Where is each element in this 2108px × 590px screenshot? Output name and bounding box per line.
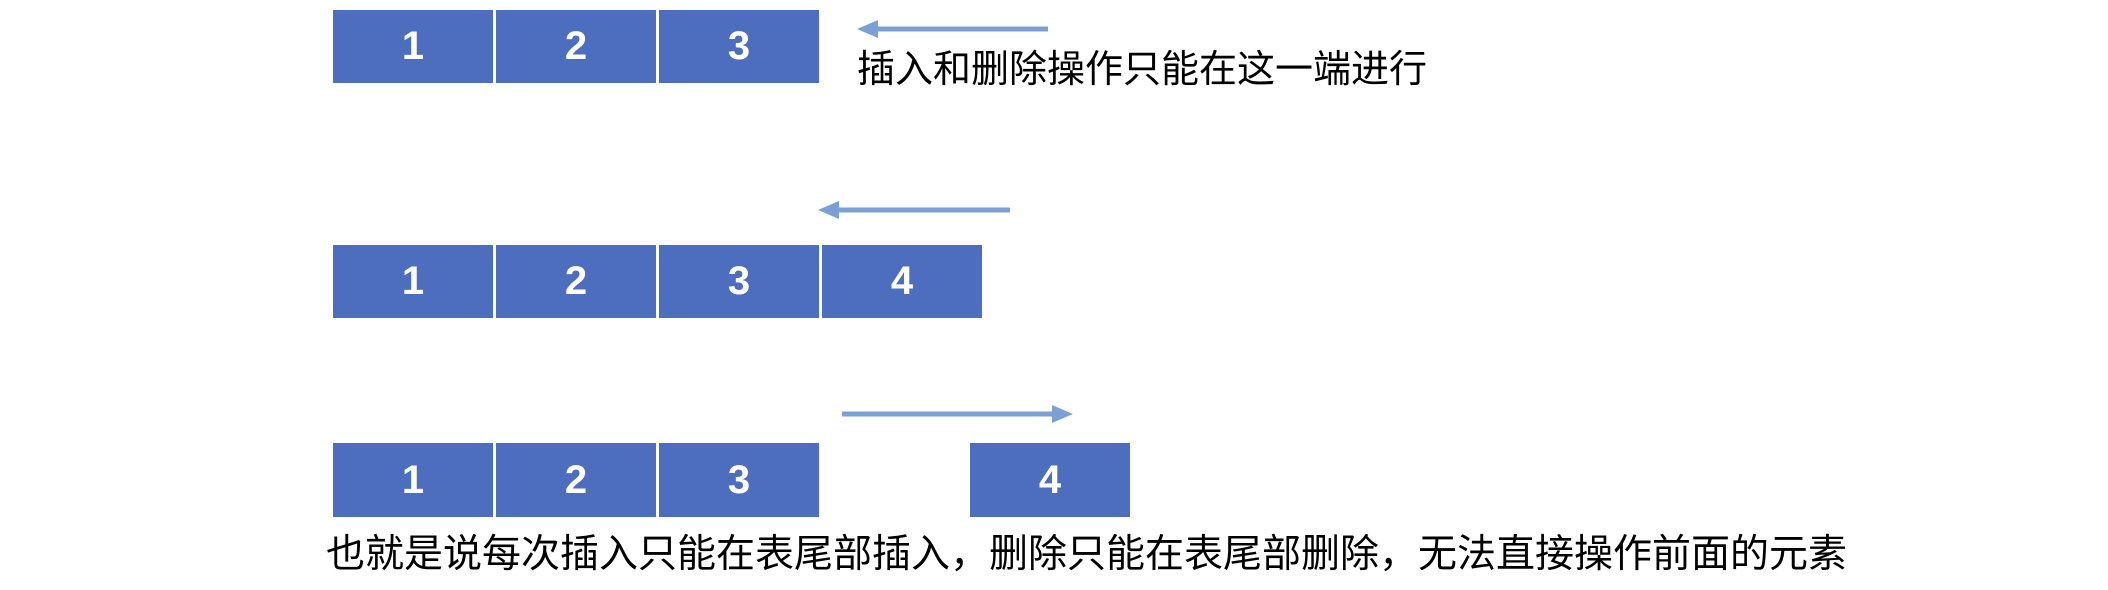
array-cell: 3 bbox=[659, 443, 819, 517]
array-cell: 3 bbox=[659, 10, 819, 83]
arrow-shaft bbox=[842, 411, 1054, 417]
caption-tail-only-note: 也就是说每次插入只能在表尾部插入，删除只能在表尾部删除，无法直接操作前面的元素 bbox=[326, 533, 1848, 576]
array-cell: 3 bbox=[659, 245, 819, 318]
detached-array-cell: 4 bbox=[970, 443, 1130, 517]
array-cell: 4 bbox=[822, 245, 982, 318]
array-cell: 2 bbox=[496, 10, 656, 83]
arrow-head bbox=[857, 20, 878, 38]
arrow-shaft bbox=[837, 207, 1010, 213]
left-arrow-icon bbox=[818, 201, 1010, 219]
arrow-shaft bbox=[876, 26, 1048, 32]
array-cell: 1 bbox=[333, 10, 493, 83]
array-row-after-insert: 1 2 3 4 bbox=[333, 245, 982, 318]
arrow-head bbox=[1052, 405, 1073, 423]
arrow-head bbox=[818, 201, 839, 219]
caption-tail-end-note: 插入和删除操作只能在这一端进行 bbox=[857, 49, 1428, 91]
right-arrow-icon bbox=[842, 405, 1073, 423]
left-arrow-icon bbox=[857, 20, 1048, 38]
array-cell: 2 bbox=[496, 245, 656, 318]
array-row-after-remove: 1 2 3 bbox=[333, 443, 819, 517]
array-cell: 1 bbox=[333, 245, 493, 318]
array-cell: 1 bbox=[333, 443, 493, 517]
array-row-initial: 1 2 3 bbox=[333, 10, 819, 83]
array-cell: 2 bbox=[496, 443, 656, 517]
